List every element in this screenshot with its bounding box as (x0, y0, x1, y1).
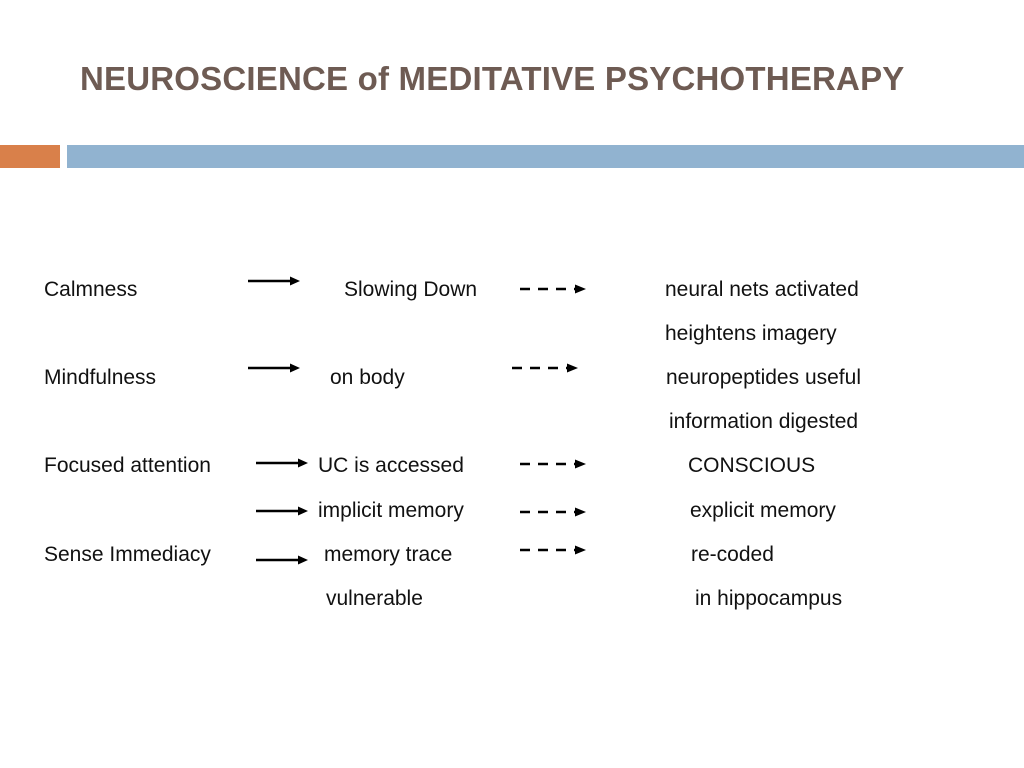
title-rule-bar (67, 145, 1024, 168)
cause-focused-attention: Focused attention (44, 454, 211, 477)
result-neuropeptides: neuropeptides useful (666, 366, 861, 389)
dashed-arrow-icon (512, 363, 578, 373)
result-conscious: CONSCIOUS (688, 454, 816, 477)
result-information-digested: information digested (669, 410, 859, 433)
dashed-arrow-icon (520, 545, 586, 555)
solid-arrow-icon (256, 506, 308, 516)
effect-uc-accessed: UC is accessed (318, 454, 464, 477)
dashed-arrow-icon (520, 507, 586, 517)
effect-slowing-down: Slowing Down (344, 278, 478, 301)
result-neural-nets: neural nets activated (665, 278, 859, 301)
effect-vulnerable: vulnerable (326, 587, 423, 610)
cause-mindfulness: Mindfulness (44, 366, 157, 389)
title-accent-bar (0, 145, 60, 168)
solid-arrow-icon (248, 363, 300, 373)
slide-title: NEUROSCIENCE of MEDITATIVE PSYCHOTHERAPY (80, 60, 905, 97)
solid-arrow-icon (256, 458, 308, 468)
solid-arrow-icon (256, 555, 308, 565)
effect-implicit-memory: implicit memory (318, 499, 464, 522)
result-heightens-imagery: heightens imagery (665, 322, 837, 345)
result-in-hippocampus: in hippocampus (695, 587, 843, 610)
result-explicit-memory: explicit memory (690, 499, 836, 522)
cause-calmness: Calmness (44, 278, 138, 301)
effect-memory-trace: memory trace (324, 543, 453, 566)
solid-arrow-icon (248, 276, 300, 286)
result-re-coded: re-coded (691, 543, 774, 566)
dashed-arrow-icon (520, 284, 586, 294)
cause-sense-immediacy: Sense Immediacy (44, 543, 211, 566)
effect-on-body: on body (330, 366, 405, 389)
dashed-arrow-icon (520, 459, 586, 469)
